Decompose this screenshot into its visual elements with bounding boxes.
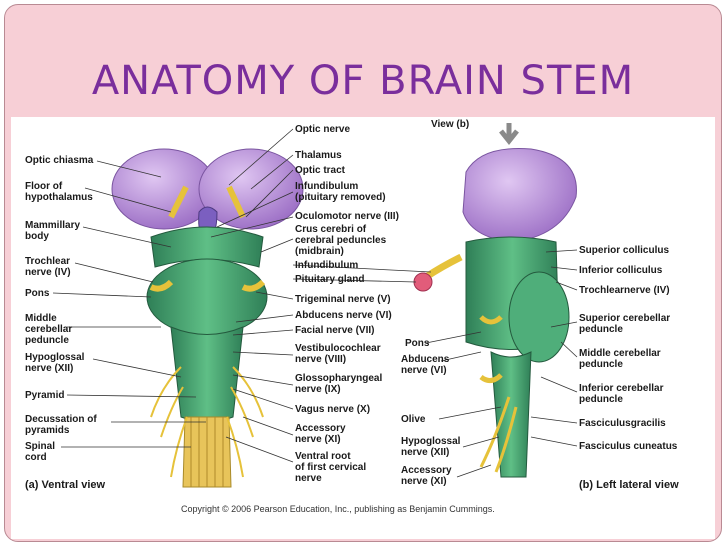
label-lateral-pons: Pons [405, 338, 430, 349]
label-middle-cerebellar-peduncle: Middle cerebellar peduncle [25, 313, 73, 346]
ventral-view-drawing [111, 148, 304, 488]
label-pyramid: Pyramid [25, 390, 65, 401]
label-vestibulocochlear-nerve: Vestibulocochlear nerve (VIII) [295, 343, 381, 365]
label-thalamus: Thalamus [295, 150, 342, 161]
label-crus-cerebri: Crus cerebri of cerebral peduncles (midb… [295, 224, 387, 257]
brainstem-figure: Optic chiasma Floor of hypothalamus Mamm… [11, 117, 715, 539]
caption-ventral-view: (a) Ventral view [25, 479, 106, 491]
label-lateral-hypoglossal-nerve: Hypoglossal nerve (XII) [401, 436, 461, 458]
label-optic-tract: Optic tract [295, 165, 346, 176]
label-facial-nerve: Facial nerve (VII) [295, 325, 375, 336]
label-hypoglossal-nerve: Hypoglossal nerve (XII) [25, 352, 85, 374]
copyright-notice: Copyright © 2006 Pearson Education, Inc.… [181, 504, 495, 514]
label-trochlear-nerve-iv: Trochlearnerve (IV) [579, 285, 670, 296]
label-lateral-middle-cerebellar-peduncle: Middle cerebellar peduncle [579, 348, 661, 370]
brainstem-illustration [52, 123, 578, 488]
label-infundibulum-pituitary-removed: Infundibulum (pituitary removed) [295, 181, 386, 203]
label-floor-of-hypothalamus: Floor of hypothalamus [25, 181, 93, 203]
label-oculomotor-nerve: Oculomotor nerve (III) [295, 211, 399, 222]
label-optic-chiasma: Optic chiasma [25, 155, 94, 166]
label-superior-cerebellar-peduncle: Superior cerebellar peduncle [579, 313, 671, 335]
label-pituitary-gland: Pituitary gland [295, 274, 365, 285]
label-lateral-abducens-nerve: Abducens nerve (VI) [401, 354, 450, 376]
label-lateral-olive: Olive [401, 414, 426, 425]
label-spinal-cord: Spinal cord [25, 441, 56, 463]
label-trochlear-nerve: Trochlear nerve (IV) [25, 256, 71, 278]
label-glossopharyngeal-nerve: Glossopharyngeal nerve (IX) [295, 373, 383, 395]
label-accessory-nerve: Accessory nerve (XI) [295, 423, 346, 445]
slide-title: ANATOMY OF BRAIN STEM [91, 58, 635, 104]
lateral-view-drawing [413, 123, 577, 478]
label-ventral-root-first-cervical: Ventral root of first cervical nerve [295, 451, 367, 484]
label-fasciculus-cuneatus: Fasciculus cuneatus [579, 441, 678, 452]
label-pons: Pons [25, 288, 50, 299]
label-abducens-nerve: Abducens nerve (VI) [295, 310, 392, 321]
label-trigeminal-nerve: Trigeminal nerve (V) [295, 294, 391, 305]
label-infundibulum: Infundibulum [295, 260, 359, 271]
label-optic-nerve: Optic nerve [295, 124, 351, 135]
label-superior-colliculus: Superior colliculus [579, 245, 670, 256]
label-fasciculus-gracilis: Fasciculusgracilis [579, 418, 666, 429]
label-vagus-nerve: Vagus nerve (X) [295, 404, 371, 415]
label-inferior-cerebellar-peduncle: Inferior cerebellar peduncle [579, 383, 664, 405]
label-inferior-colliculus: Inferior colliculus [579, 265, 663, 276]
label-decussation-of-pyramids: Decussation of pyramids [25, 414, 97, 436]
slide: ANATOMY OF BRAIN STEM [4, 4, 722, 542]
view-b-marker: View (b) [431, 119, 470, 130]
label-lateral-accessory-nerve: Accessory nerve (XI) [401, 465, 452, 487]
caption-lateral-view: (b) Left lateral view [579, 479, 679, 491]
label-mammillary-body: Mammillary body [25, 220, 81, 242]
